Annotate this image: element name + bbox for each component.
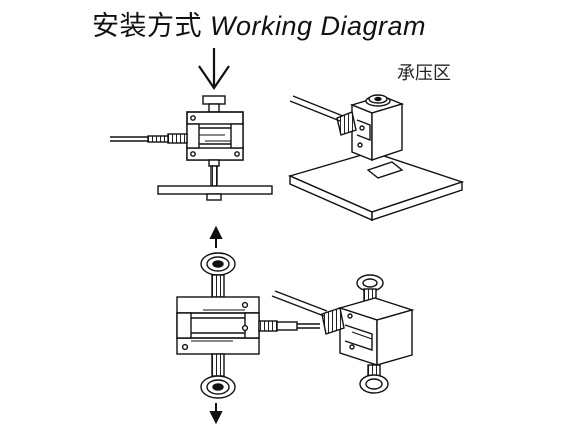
- title-english: Working Diagram: [210, 11, 427, 41]
- bearing-zone-label: 承压区: [397, 63, 451, 84]
- up-arrow-icon: [209, 225, 223, 248]
- down-arrow-small-icon: [209, 403, 223, 425]
- tension-arrows: [209, 225, 223, 425]
- tension-front-view: [176, 252, 320, 399]
- title-chinese: 安装方式: [92, 11, 202, 42]
- page-title: 安装方式 Working Diagram: [92, 4, 426, 42]
- tension-isometric-view: [271, 274, 415, 394]
- compression-isometric-view: [287, 94, 465, 222]
- down-arrow-icon: [198, 48, 230, 90]
- compression-front-view: [110, 48, 273, 201]
